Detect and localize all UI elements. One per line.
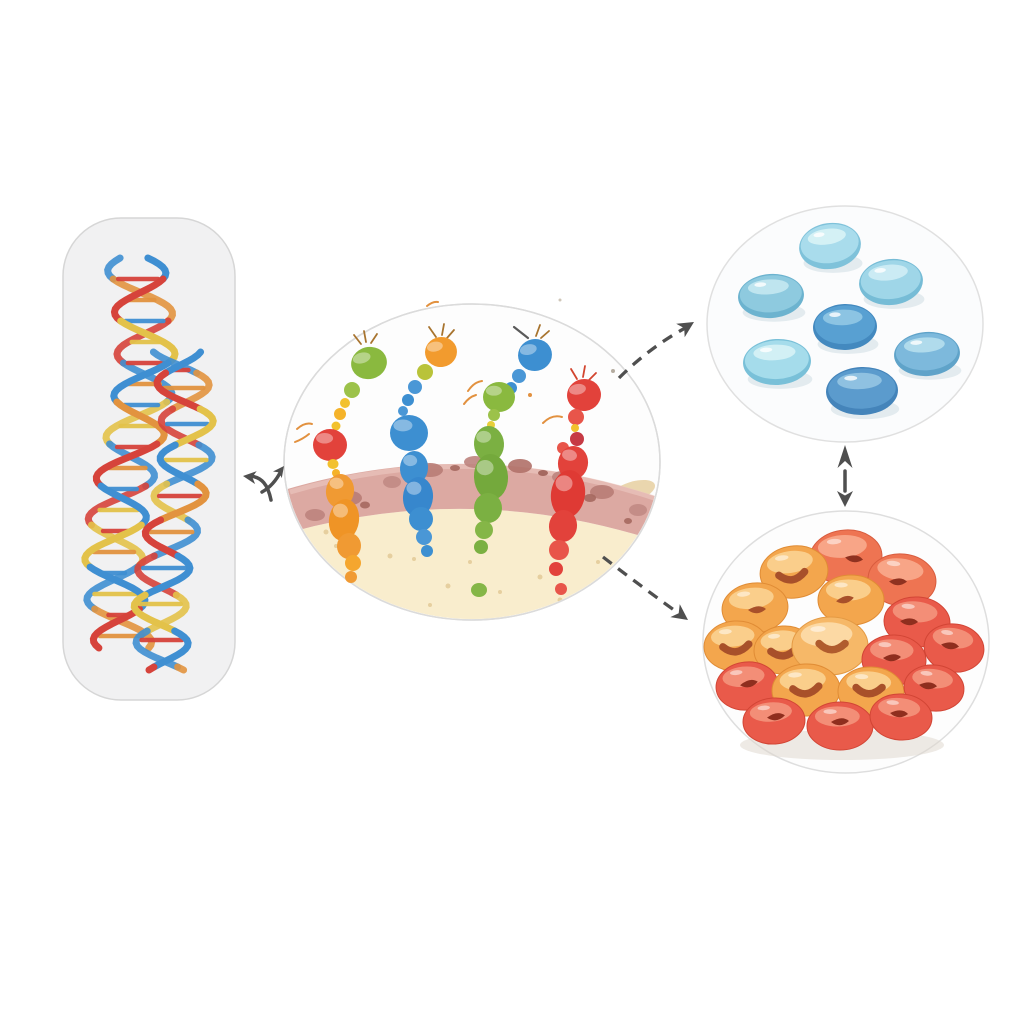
- dna-panel: [62, 217, 236, 701]
- dna-double-helices: [81, 254, 217, 674]
- dna-helix: [130, 348, 217, 674]
- blue-cell: [813, 303, 879, 354]
- arrow-membrane-to-dna-barb: [260, 469, 283, 494]
- tissue-cell: [791, 616, 869, 676]
- tissue-cell: [869, 693, 933, 741]
- flow-arrows: [243, 322, 853, 620]
- tissue-cell: [759, 545, 829, 599]
- dna-helix: [81, 254, 179, 652]
- tissue-cell: [742, 697, 806, 745]
- blue-cells-panel: [706, 205, 984, 443]
- blue-cell: [738, 273, 806, 322]
- receptor-green: [471, 324, 552, 597]
- blue-cell: [799, 222, 863, 273]
- blue-cell: [826, 366, 900, 420]
- membrane-receptors: [313, 323, 601, 597]
- tissue-cell: [817, 574, 885, 626]
- blue-cell: [743, 338, 813, 389]
- blue-cell: [859, 258, 925, 309]
- arrow-membrane-to-tissue: [601, 555, 682, 617]
- receptor-red: [548, 365, 601, 595]
- tissue-cell: [867, 553, 937, 607]
- arrow-membrane-to-dna: [248, 474, 273, 502]
- receptor-blue: [390, 323, 457, 557]
- tissue-cell: [806, 701, 874, 751]
- tissue-cells: [703, 529, 985, 751]
- blue-cells: [738, 222, 962, 420]
- receptor-orange: [313, 330, 387, 583]
- membrane-panel-outline: [283, 303, 661, 621]
- arrow-vesicles-up: [837, 445, 853, 468]
- tissue-cell: [923, 623, 985, 673]
- activation-sparks: [294, 300, 563, 443]
- orange-tissue-panel: [702, 510, 990, 774]
- arrow-membrane-to-vesicles: [617, 325, 688, 380]
- membrane-panel: [283, 298, 661, 621]
- blue-cell: [894, 331, 962, 380]
- tiny-dots: [528, 298, 615, 397]
